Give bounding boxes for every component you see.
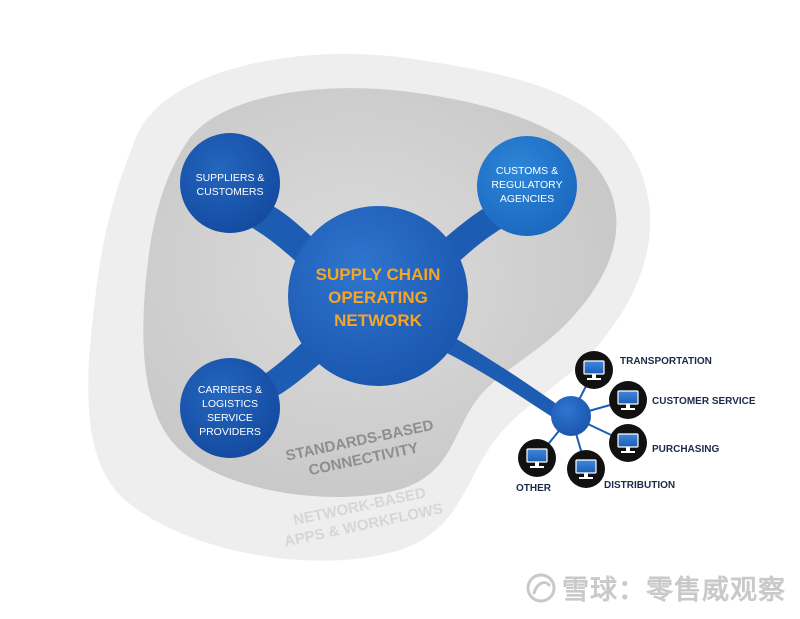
customs-label-line3: AGENCIES <box>500 193 554 205</box>
monitor-icon-customer-service <box>609 381 647 419</box>
satellite-carriers <box>180 358 280 458</box>
monitor-icon-distribution <box>567 450 605 488</box>
satellite-customs <box>477 136 577 236</box>
carriers-label-line2: LOGISTICS <box>202 398 258 410</box>
endpoint-label-distribution: DISTRIBUTION <box>604 480 675 491</box>
endpoint-label-other: OTHER <box>516 483 552 494</box>
customs-label-line1: CUSTOMS & <box>496 165 558 177</box>
hub-title-line3: NETWORK <box>334 311 423 330</box>
endpoint-hub <box>551 396 591 436</box>
satellite-suppliers <box>180 133 280 233</box>
watermark-text: 雪球：零售威观察 <box>562 575 786 606</box>
endpoint-label-purchasing: PURCHASING <box>652 444 719 455</box>
carriers-label-line4: PROVIDERS <box>199 426 261 438</box>
hub-to-endpoint-link <box>445 335 565 422</box>
customs-label-line2: REGULATORY <box>491 179 562 191</box>
carriers-label-line1: CARRIERS & <box>198 384 262 396</box>
suppliers-label-line2: CUSTOMERS <box>197 186 264 198</box>
endpoint-label-transportation: TRANSPORTATION <box>620 356 712 367</box>
hub-title-line2: OPERATING <box>328 288 428 307</box>
monitor-icon-other <box>518 439 556 477</box>
carriers-label-line3: SERVICE <box>207 412 253 424</box>
central-hub <box>288 206 468 386</box>
hub-title-line1: SUPPLY CHAIN <box>316 265 441 284</box>
monitor-icon-purchasing <box>609 424 647 462</box>
watermark: 雪球：零售威观察 <box>526 568 786 607</box>
monitor-icon-transportation <box>575 351 613 389</box>
snowball-logo-icon <box>526 573 556 602</box>
suppliers-label-line1: SUPPLIERS & <box>196 172 265 184</box>
endpoint-label-customer-service: CUSTOMER SERVICE <box>652 396 756 407</box>
